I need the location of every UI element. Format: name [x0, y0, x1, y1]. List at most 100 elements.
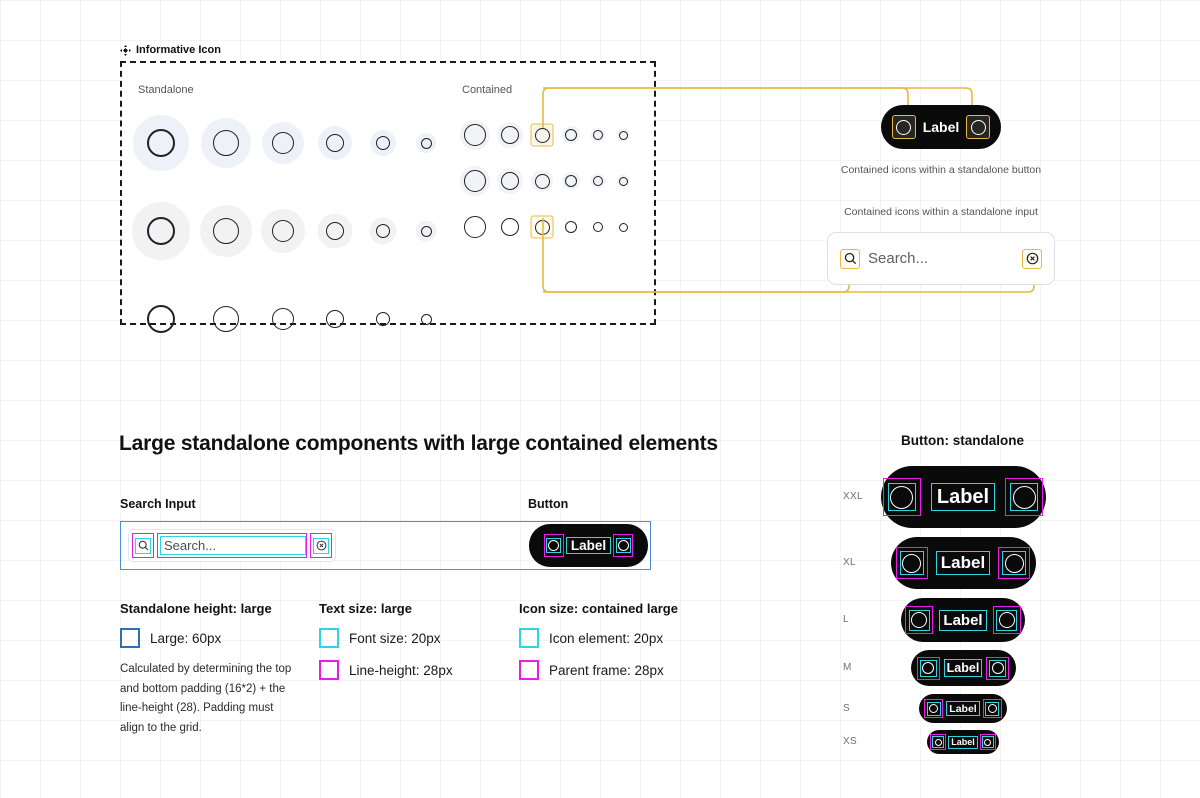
scale-size-tag: S — [843, 702, 850, 714]
clear-circle-icon[interactable] — [313, 537, 329, 554]
circle-glyph-icon — [987, 704, 997, 713]
circle-icon — [326, 222, 344, 240]
spec-button[interactable]: Label — [529, 524, 648, 567]
search-icon[interactable] — [135, 537, 151, 554]
circle-glyph-icon — [929, 704, 939, 713]
swatch-cyan-icon — [519, 628, 539, 648]
circle-icon — [420, 313, 432, 325]
circle-icon — [213, 306, 239, 332]
button-label: Label — [951, 737, 975, 747]
swatch-blue-icon — [120, 628, 140, 648]
circle-glyph-icon — [998, 612, 1015, 628]
search-input-sublabel: Search Input — [120, 497, 196, 511]
circle-glyph-icon — [1012, 485, 1036, 509]
search-placeholder[interactable]: Search... — [160, 536, 306, 555]
standalone-icon-cell — [195, 200, 257, 262]
contained-icon-cell — [554, 164, 588, 198]
circle-icon — [272, 220, 294, 242]
legend-item: Line-height: 28px — [319, 660, 453, 680]
scale-button-l[interactable]: Label — [901, 598, 1025, 642]
button-label: Label — [946, 661, 980, 675]
circle-glyph-icon — [984, 738, 992, 746]
scale-size-tag: XL — [843, 557, 856, 568]
circle-icon-trailing — [989, 659, 1007, 677]
scale-button-s[interactable]: Label — [919, 694, 1007, 723]
contained-icons-button-example[interactable]: Label — [881, 105, 1001, 149]
circle-icon-trailing-frame — [979, 734, 996, 750]
standalone-icon-cell — [130, 112, 192, 174]
legend-text-size: Text size: large Font size: 20px Line-he… — [319, 601, 453, 692]
contained-icon-cell — [525, 118, 559, 152]
move-diamond-icon — [120, 44, 131, 56]
button-label-frame: Label — [565, 537, 612, 554]
circle-icon — [376, 312, 390, 326]
legend-item-label: Large: 60px — [150, 630, 222, 646]
button-label-frame: Label — [935, 551, 991, 575]
standalone-icon-cell — [195, 288, 257, 350]
circle-icon-leading — [908, 609, 930, 631]
button-label-frame: Label — [946, 701, 980, 716]
standalone-icon-cell — [304, 200, 366, 262]
standalone-icon-cell — [352, 288, 414, 350]
circle-icon-leading — [546, 538, 562, 553]
contained-icons-input-example[interactable]: Search... — [827, 232, 1055, 285]
search-placeholder[interactable]: Search... — [868, 250, 929, 267]
circle-icon — [593, 130, 603, 140]
circle-icon-leading-frame — [916, 656, 940, 680]
clear-circle-icon[interactable] — [1022, 248, 1042, 269]
circle-icon — [420, 225, 432, 237]
circle-icon — [501, 172, 519, 190]
page-title: Large standalone components with large c… — [119, 432, 718, 455]
circle-icon-leading — [932, 736, 945, 748]
circle-icon — [534, 173, 550, 189]
scale-size-tag: M — [843, 662, 852, 673]
legend-note: Calculated by determining the top and bo… — [120, 663, 292, 734]
legend-item-label: Line-height: 28px — [349, 662, 453, 678]
circle-glyph-icon — [902, 553, 922, 573]
button-sublabel: Button — [528, 497, 569, 511]
circle-icon — [147, 217, 175, 245]
scale-button-m[interactable]: Label — [910, 650, 1016, 686]
scale-size-tag: XXL — [843, 491, 863, 502]
circle-icon-leading — [891, 115, 916, 139]
button-label: Label — [949, 702, 977, 715]
legend-title: Text size: large — [319, 601, 412, 616]
scale-button-xl[interactable]: Label — [890, 537, 1036, 589]
circle-icon-leading-frame — [882, 478, 921, 516]
circle-glyph-icon — [991, 662, 1004, 674]
contained-icon-cell — [493, 210, 527, 244]
clear-icon-frame — [310, 533, 332, 558]
standalone-icon-cell — [304, 112, 366, 174]
search-icon[interactable] — [840, 248, 860, 269]
standalone-icon-cell — [352, 112, 414, 174]
standalone-icon-cell — [252, 200, 314, 262]
caption-input: Contained icons within a standalone inpu… — [844, 206, 1038, 218]
circle-icon — [147, 129, 175, 157]
legend-icon-size: Icon size: contained large Icon element:… — [519, 601, 678, 692]
circle-icon — [565, 175, 577, 187]
scale-button-xs[interactable]: Label — [927, 730, 999, 754]
circle-icon-trailing-frame — [1005, 478, 1044, 516]
button-label: Label — [922, 119, 960, 135]
standalone-icon-cell — [252, 288, 314, 350]
spec-search-input[interactable]: Search... — [128, 529, 336, 562]
circle-icon-trailing-frame — [986, 656, 1010, 680]
circle-icon — [534, 219, 550, 235]
circle-icon — [147, 305, 175, 333]
circle-icon-leading — [887, 483, 916, 511]
scale-size-tag: XS — [843, 736, 857, 747]
informative-icon-label: Informative Icon — [120, 44, 221, 56]
standalone-icon-cell — [195, 112, 257, 174]
circle-icon — [420, 137, 432, 149]
legend-item: Parent frame: 28px — [519, 660, 678, 680]
search-icon-frame — [132, 533, 154, 558]
scale-button-xxl[interactable]: Label — [880, 466, 1046, 528]
standalone-icon-cell — [130, 200, 192, 262]
contained-icon-cell — [493, 118, 527, 152]
circle-icon-trailing — [966, 115, 991, 139]
button-label: Label — [936, 485, 990, 508]
contained-icon-cell — [525, 164, 559, 198]
circle-icon-trailing-frame — [992, 606, 1021, 634]
standalone-icon-cell — [304, 288, 366, 350]
contained-icon-cell — [458, 210, 492, 244]
